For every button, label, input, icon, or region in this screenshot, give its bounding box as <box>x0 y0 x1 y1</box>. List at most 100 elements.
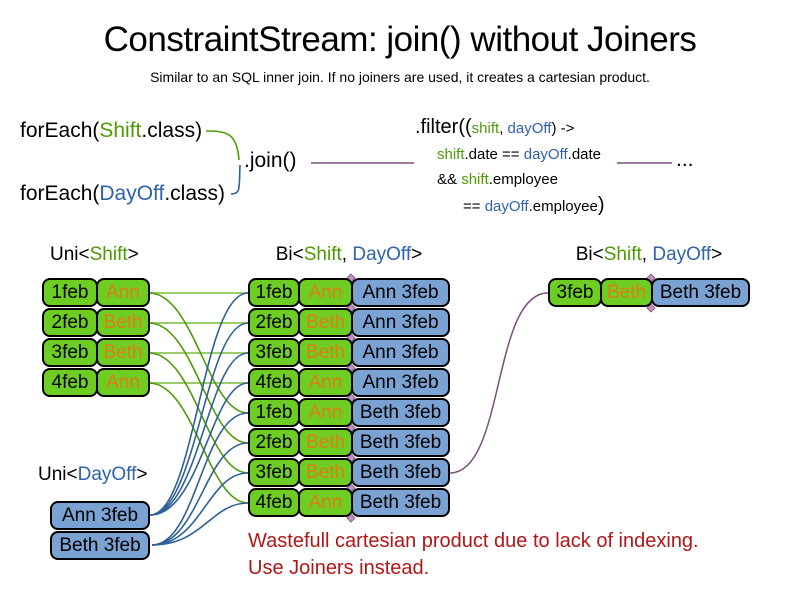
shift-employee-cell: Ann <box>298 368 353 397</box>
code-text: .employee <box>528 198 598 215</box>
warning-note-line2: Use Joiners instead. <box>248 557 430 579</box>
hdr-text: > <box>127 244 139 265</box>
shift-employee-cell: Beth <box>298 308 353 337</box>
hdr-text: Uni< <box>50 244 90 265</box>
code-text: == <box>463 198 485 215</box>
shift4-curve <box>149 382 249 504</box>
code-text: dayOff <box>484 198 529 215</box>
dayoff-cell: Beth 3feb <box>351 428 450 457</box>
code-text: shift <box>437 146 465 163</box>
shift3-curve <box>149 352 249 474</box>
code-text: shift <box>471 120 500 137</box>
shift-date-cell: 3feb <box>42 338 98 367</box>
shift-date-cell: 2feb <box>42 308 98 337</box>
hdr-dayoff: DayOff <box>77 464 137 485</box>
code-text: forEach( <box>20 182 100 205</box>
dayoff-cell: Beth 3feb <box>351 398 450 427</box>
dayoff-cell: Ann 3feb <box>351 308 450 337</box>
code-filter-line4: == dayOff.employee) <box>463 194 605 217</box>
hdr-text: Uni< <box>38 464 78 485</box>
code-text: , <box>499 120 508 137</box>
shift-date-cell: 4feb <box>248 488 300 517</box>
code-text: && <box>437 171 462 188</box>
hdr-text: Bi< <box>575 244 604 265</box>
shift-date-cell: 2feb <box>248 308 300 337</box>
shift-employee-cell: Ann <box>298 398 353 427</box>
shift-date-cell: 1feb <box>248 398 300 427</box>
brace-shift-line <box>205 130 240 161</box>
dayoff-cell: Ann 3feb <box>351 278 450 307</box>
hdr-text: Bi< <box>275 244 304 265</box>
shift-employee-cell: Beth <box>298 428 353 457</box>
bi-right-header: Bi<Shift, DayOff> <box>548 244 750 266</box>
shift-employee-cell: Ann <box>96 278 150 307</box>
code-text: .filter(( <box>415 116 472 138</box>
table-row: Beth 3feb <box>50 531 150 560</box>
brace-dayoff-line <box>230 164 241 195</box>
hdr-text: > <box>711 244 723 265</box>
beth-curve-4 <box>151 502 249 546</box>
shift-date-cell: 3feb <box>548 278 602 307</box>
ann-curve-1 <box>149 292 249 516</box>
shift-date-cell: 3feb <box>248 458 300 487</box>
hdr-text: , <box>341 244 353 265</box>
code-filter-line1: .filter((shift, dayOff) -> <box>415 116 574 139</box>
code-text: dayOff <box>523 146 568 163</box>
ann-curve-3 <box>149 352 249 516</box>
hdr-dayoff: DayOff <box>652 244 712 265</box>
hdr-text: > <box>136 464 148 485</box>
code-shift-class: Shift <box>99 119 142 142</box>
hdr-shift: Shift <box>603 244 642 265</box>
code-text: dayOff <box>507 120 552 137</box>
shift2-curve <box>149 322 249 444</box>
ann-curve-2 <box>149 322 249 516</box>
code-text: .date <box>567 146 602 163</box>
ann-curve-4 <box>149 382 249 516</box>
uni-dayoff-header: Uni<DayOff> <box>38 464 148 486</box>
shift-date-cell: 1feb <box>248 278 300 307</box>
code-text: forEach( <box>20 119 100 142</box>
code-foreach-shift: forEach(Shift.class) <box>20 119 202 143</box>
dayoff-cell: Ann 3feb <box>351 368 450 397</box>
beth-curve-2 <box>151 442 249 546</box>
code-text: ) -> <box>551 120 575 137</box>
shift-date-cell: 2feb <box>248 428 300 457</box>
code-join: .join() <box>244 149 297 172</box>
code-text: .date == <box>464 146 524 163</box>
code-filter-line3: && shift.employee <box>437 171 558 188</box>
uni-dayoff-table: Ann 3feb Beth 3feb <box>50 501 150 561</box>
beth-curve-1 <box>151 412 249 546</box>
shift-employee-cell: Ann <box>96 368 150 397</box>
shift-employee-cell: Beth <box>96 338 150 367</box>
code-foreach-dayoff: forEach(DayOff.class) <box>20 182 225 206</box>
shift1-curve <box>149 292 249 414</box>
code-ellipsis: ... <box>676 148 694 171</box>
shift-employee-cell: Ann <box>298 278 353 307</box>
uni-shift-header: Uni<Shift> <box>50 244 139 266</box>
shift-employee-cell: Beth <box>600 278 653 307</box>
page-subtitle: Similar to an SQL inner join. If no join… <box>150 69 650 85</box>
code-filter-line2: shift.date == dayOff.date <box>437 146 601 163</box>
code-text: ) <box>597 194 605 216</box>
filtered-row-link <box>449 292 549 474</box>
hdr-text: > <box>411 244 423 265</box>
shift-employee-cell: Beth <box>298 338 353 367</box>
shift-date-cell: 3feb <box>248 338 300 367</box>
shift-employee-cell: Beth <box>96 308 150 337</box>
warning-note-line1: Wastefull cartesian product due to lack … <box>248 530 699 552</box>
hdr-dayoff: DayOff <box>352 244 412 265</box>
dayoff-cell: Beth 3feb <box>351 488 450 517</box>
shift-date-cell: 4feb <box>42 368 98 397</box>
shift-date-cell: 4feb <box>248 368 300 397</box>
